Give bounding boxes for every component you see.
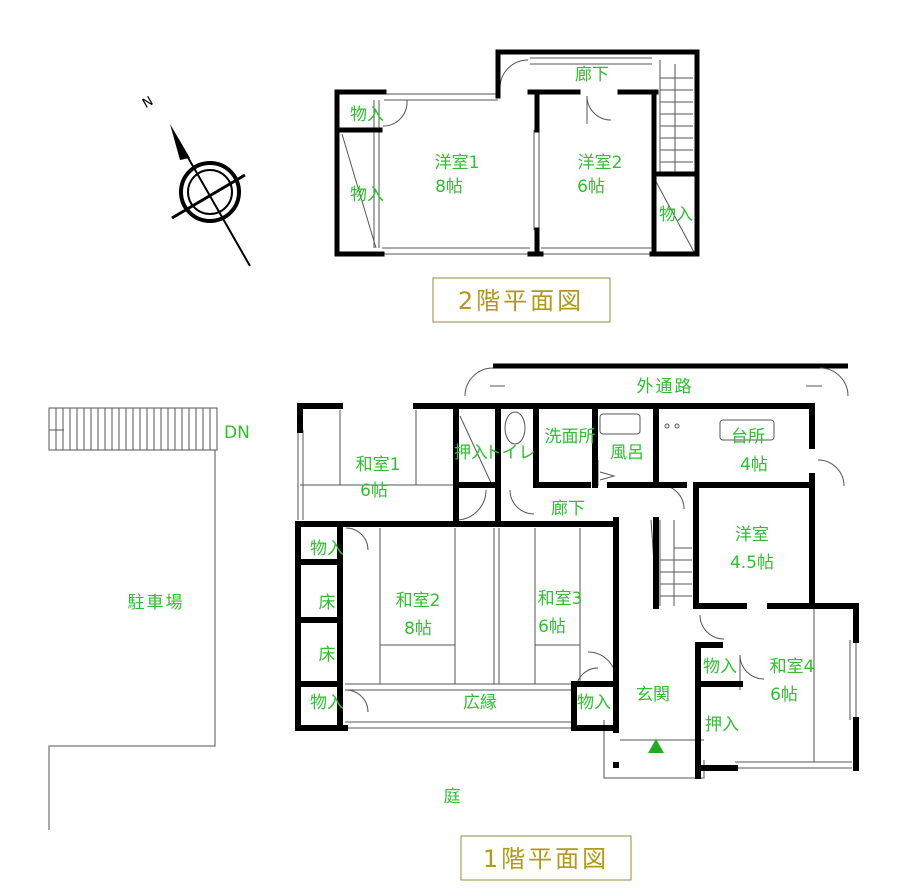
floor2-plan: 2階平面図 廊下 物入 物入 物入 洋室1 8帖 洋室2 6帖: [334, 49, 700, 323]
f2-western2-size: 6帖: [577, 177, 605, 197]
parking-label: 駐車場: [128, 593, 185, 613]
f1-japanese1-size: 6帖: [360, 481, 388, 501]
f1-japanese4-size: 6帖: [770, 685, 798, 705]
f1-japanese2-size: 8帖: [404, 619, 432, 639]
f1-hiroen-label: 広縁: [463, 693, 497, 713]
f2-western2-name: 洋室2: [578, 153, 623, 173]
f1-outer-path-label: 外通路: [637, 377, 694, 397]
f1-japanese2-name: 和室2: [396, 591, 441, 611]
f1-tokonoma-a-label: 床: [319, 593, 336, 613]
f1-japanese3-size: 6帖: [538, 617, 566, 637]
f1-japanese3-name: 和室3: [538, 589, 583, 609]
f1-corridor-label: 廊下: [551, 499, 585, 519]
f1-bath-label: 風呂: [610, 443, 644, 463]
floor2-title-box: [432, 277, 611, 323]
exterior-stairs: [48, 407, 218, 451]
f2-corridor-label: 廊下: [575, 65, 609, 85]
f1-japanese1-name: 和室1: [356, 455, 401, 475]
porch-post-icon: [613, 762, 619, 768]
f2-closet-b-label: 物入: [350, 185, 384, 205]
f1-closet-d-label: 物入: [703, 657, 737, 677]
floor1-title-box: [460, 835, 632, 881]
f1-western-name: 洋室: [735, 525, 769, 545]
f1-closet-c-label: 物入: [577, 693, 611, 713]
f2-western1-size: 8帖: [435, 177, 463, 197]
f1-oshiire-label: 押入: [454, 443, 488, 463]
entrance-marker-icon: [648, 739, 664, 753]
f1-closet-a-label: 物入: [310, 539, 344, 559]
floor1-plan: 外通路 和室1 6帖 押入 トイレ 洗面所 風呂 台所 4帖 廊下 洋室 4.5…: [295, 363, 859, 881]
compass-north-label: N: [140, 94, 156, 112]
f1-washroom-label: 洗面所: [545, 427, 596, 447]
f1-kitchen-name: 台所: [731, 427, 765, 447]
f2-closet-a-label: 物入: [350, 105, 384, 125]
f1-closet-b-label: 物入: [310, 693, 344, 713]
north-arrow-icon: [170, 124, 190, 160]
f1-entrance-label: 玄関: [636, 685, 670, 705]
compass: N: [140, 94, 251, 267]
f1-kitchen-size: 4帖: [740, 455, 768, 475]
floor2-title: 2階平面図: [458, 287, 584, 315]
parking-outline: [48, 450, 216, 830]
f1-western-size: 4.5帖: [730, 553, 774, 573]
stairs-dn-label: DN: [224, 423, 250, 443]
f1-toilet-label: トイレ: [485, 443, 536, 463]
site: DN 駐車場 庭: [48, 407, 461, 830]
f2-western1-name: 洋室1: [435, 153, 480, 173]
floor1-title: 1階平面図: [483, 845, 609, 873]
f1-tokonoma-b-label: 床: [319, 645, 336, 665]
garden-label: 庭: [444, 787, 461, 807]
f1-japanese4-name: 和室4: [770, 657, 815, 677]
f1-oshiire-b-label: 押入: [705, 715, 739, 735]
f2-closet-c-label: 物入: [659, 205, 693, 225]
